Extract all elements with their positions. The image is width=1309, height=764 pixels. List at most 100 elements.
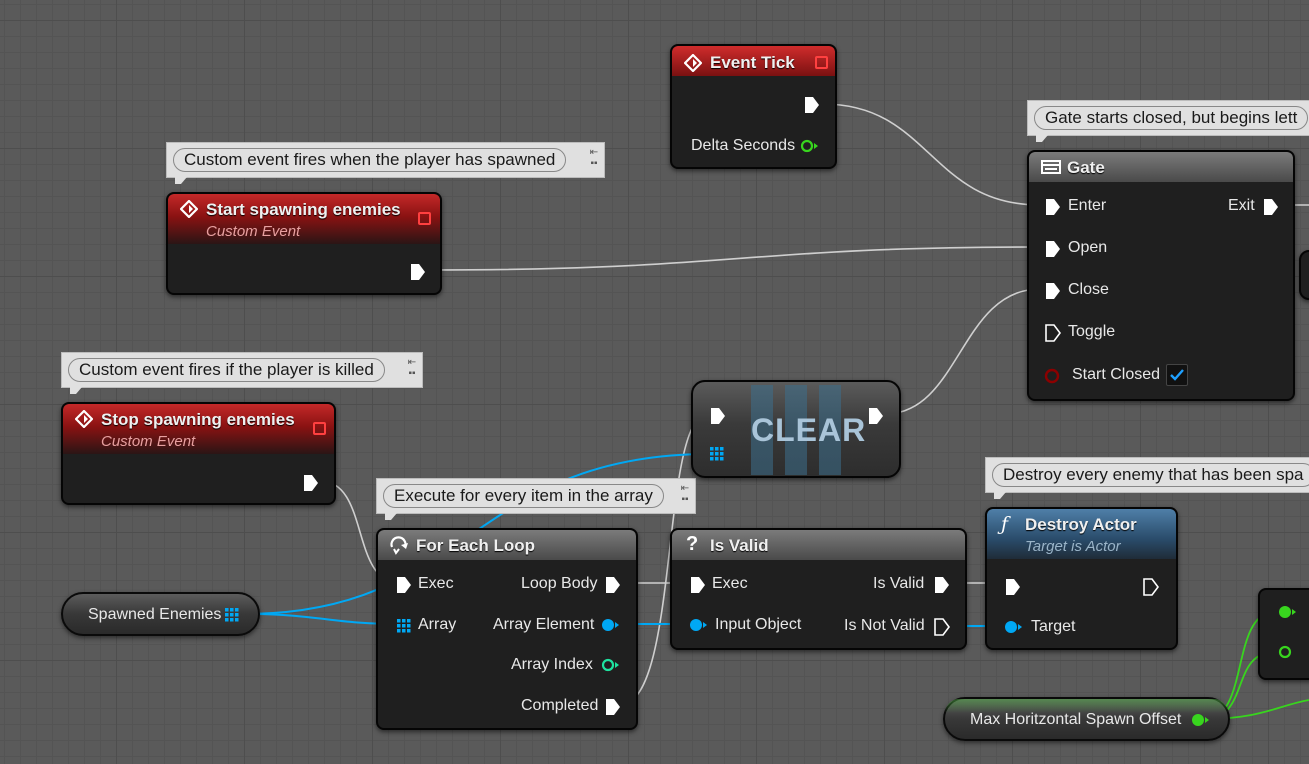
delta-seconds-pin[interactable] xyxy=(800,138,820,154)
node-title: Event Tick xyxy=(710,53,795,72)
start-closed-bool-pin[interactable] xyxy=(1043,367,1061,385)
spawned-enemies-variable[interactable]: Spawned Enemies xyxy=(61,592,260,636)
close-exec-pin[interactable] xyxy=(1045,282,1061,300)
comment-destroy[interactable]: Destroy every enemy that has been spa xyxy=(985,457,1309,499)
comment-pin-icon[interactable]: ⇤▪▪ xyxy=(589,147,599,169)
variable-label: Max Horitzontal Spawn Offset xyxy=(970,711,1182,728)
array-label: Array xyxy=(418,616,457,633)
node-title: Stop spawning enemies xyxy=(101,410,295,429)
float-in-pin[interactable] xyxy=(1277,644,1297,660)
node-title: CLEAR xyxy=(751,412,867,448)
exec-label: Exec xyxy=(418,575,454,592)
comment-stop-spawning[interactable]: Custom event fires if the player is kill… xyxy=(61,352,423,394)
float-out-pin[interactable] xyxy=(1190,712,1212,728)
gate-node[interactable]: Gate Enter Exit Open Close Toggle Start … xyxy=(1027,150,1295,401)
comment-pin-icon[interactable]: ⇤▪▪ xyxy=(407,357,417,379)
comment-tail xyxy=(385,513,397,520)
wire-tick-to-gate-enter xyxy=(822,103,1041,206)
comment-pin-icon[interactable]: ⇤▪▪ xyxy=(680,483,690,505)
exec-out-pin[interactable] xyxy=(410,263,426,281)
loop-body-label: Loop Body xyxy=(521,575,598,592)
offscreen-node-bottom[interactable] xyxy=(1258,588,1309,680)
comment-tail xyxy=(70,387,82,394)
array-index-label: Array Index xyxy=(511,656,593,673)
node-subtitle: Custom Event xyxy=(206,223,301,240)
node-header xyxy=(987,509,1176,559)
comment-text: Gate starts closed, but begins lett xyxy=(1034,106,1309,130)
start-closed-checkbox[interactable] xyxy=(1166,364,1188,386)
node-subtitle: Target is Actor xyxy=(1025,538,1121,555)
offscreen-node-top[interactable] xyxy=(1299,250,1309,300)
node-title: Is Valid xyxy=(710,536,769,555)
stop-spawning-node[interactable]: Stop spawning enemies Custom Event xyxy=(61,402,336,505)
node-header xyxy=(378,530,636,560)
loop-icon xyxy=(390,536,408,555)
comment-text: Custom event fires if the player is kill… xyxy=(68,358,385,382)
exec-in-pin[interactable] xyxy=(690,576,706,594)
gate-icon xyxy=(1041,160,1061,174)
node-header xyxy=(1029,152,1293,182)
completed-pin[interactable] xyxy=(605,698,621,716)
exec-out-pin[interactable] xyxy=(868,407,884,425)
enter-label: Enter xyxy=(1068,197,1107,214)
clear-watermark xyxy=(751,385,843,475)
event-diamond-icon xyxy=(684,54,702,72)
delegate-pin[interactable] xyxy=(313,422,326,435)
exec-in-pin[interactable] xyxy=(1005,578,1021,596)
array-grid-icon[interactable] xyxy=(397,619,411,633)
comment-for-each[interactable]: Execute for every item in the array ⇤▪▪ xyxy=(376,478,696,520)
array-grid-icon[interactable] xyxy=(710,447,724,461)
clear-node[interactable]: CLEAR xyxy=(691,380,901,478)
node-header xyxy=(63,404,334,454)
toggle-exec-pin[interactable] xyxy=(1045,324,1061,342)
start-spawning-node[interactable]: Start spawning enemies Custom Event xyxy=(166,192,442,295)
node-title: For Each Loop xyxy=(416,536,535,555)
array-element-pin[interactable] xyxy=(600,617,622,633)
is-not-valid-label: Is Not Valid xyxy=(844,617,925,634)
enter-exec-pin[interactable] xyxy=(1045,198,1061,216)
float-in-pin[interactable] xyxy=(1277,604,1297,620)
comment-text: Execute for every item in the array xyxy=(383,484,664,508)
input-object-pin[interactable] xyxy=(688,617,710,633)
node-header xyxy=(168,194,440,244)
node-title: Destroy Actor xyxy=(1025,515,1137,534)
exec-label: Exec xyxy=(712,575,748,592)
variable-label: Spawned Enemies xyxy=(88,606,222,623)
event-diamond-icon xyxy=(180,200,198,218)
exec-in-pin[interactable] xyxy=(396,576,412,594)
delta-seconds-label: Delta Seconds xyxy=(691,137,796,154)
open-exec-pin[interactable] xyxy=(1045,240,1061,258)
exec-out-pin[interactable] xyxy=(303,474,319,492)
is-valid-label: Is Valid xyxy=(873,575,925,592)
wire-start-to-gate-open xyxy=(429,246,1041,271)
is-valid-pin[interactable] xyxy=(934,576,950,594)
delegate-pin[interactable] xyxy=(418,212,431,225)
comment-tail xyxy=(994,492,1006,499)
delegate-pin[interactable] xyxy=(815,56,828,69)
input-object-label: Input Object xyxy=(715,616,802,633)
exec-out-pin[interactable] xyxy=(804,96,820,114)
target-pin[interactable] xyxy=(1003,619,1025,635)
destroy-actor-node[interactable]: ƒ Destroy Actor Target is Actor Target xyxy=(985,507,1178,650)
exit-exec-pin[interactable] xyxy=(1263,198,1279,216)
loop-body-pin[interactable] xyxy=(605,576,621,594)
node-title: Start spawning enemies xyxy=(206,200,401,219)
wire-clear-to-gate-close xyxy=(884,288,1041,415)
exec-in-pin[interactable] xyxy=(710,407,726,425)
array-grid-icon[interactable] xyxy=(225,608,239,622)
is-not-valid-pin[interactable] xyxy=(934,618,950,636)
event-tick-node[interactable]: Event Tick Delta Seconds xyxy=(670,44,837,169)
array-index-pin[interactable] xyxy=(600,657,622,673)
max-horizontal-offset-variable[interactable]: Max Horitzontal Spawn Offset xyxy=(943,697,1230,741)
comment-gate[interactable]: Gate starts closed, but begins lett xyxy=(1027,100,1309,142)
variable-tint xyxy=(945,699,1228,713)
exec-out-pin[interactable] xyxy=(1143,578,1159,596)
target-label: Target xyxy=(1031,618,1076,635)
for-each-loop-node[interactable]: For Each Loop Exec Loop Body Array Array… xyxy=(376,528,638,730)
comment-text: Custom event fires when the player has s… xyxy=(173,148,567,172)
event-diamond-icon xyxy=(75,410,93,428)
comment-start-spawning[interactable]: Custom event fires when the player has s… xyxy=(166,142,605,184)
comment-text: Destroy every enemy that has been spa xyxy=(992,463,1309,487)
close-label: Close xyxy=(1068,281,1109,298)
is-valid-node[interactable]: ? Is Valid Exec Is Valid Input Object Is… xyxy=(670,528,967,650)
